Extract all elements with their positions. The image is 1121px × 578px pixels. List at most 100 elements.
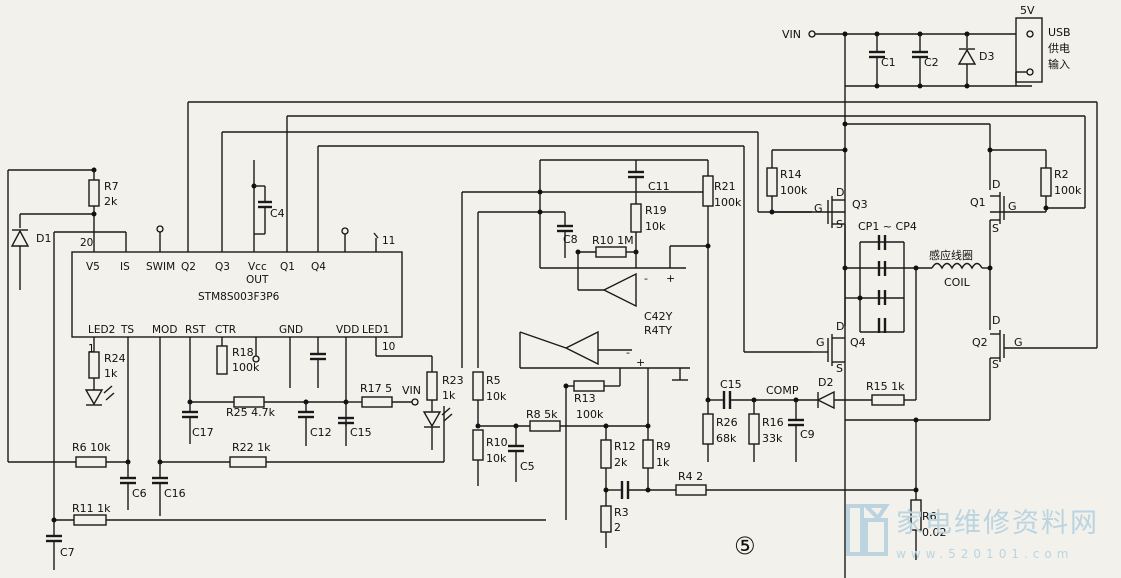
r17-label: R17 5	[360, 382, 392, 395]
comp-label: COMP	[766, 384, 799, 397]
r13-value: 100k	[576, 408, 604, 421]
q1-gate-label: G	[1008, 200, 1017, 213]
q3-label: Q3	[852, 198, 868, 211]
book-logo-icon	[846, 504, 890, 556]
c15-right-label: C15	[720, 378, 742, 391]
usb-label: USB	[1048, 26, 1071, 39]
c9-label: C9	[800, 428, 815, 441]
c2-label: C2	[924, 56, 939, 69]
q4-label: Q4	[850, 336, 866, 349]
q3-drain-label: D	[836, 186, 844, 199]
r18-value: 100k	[232, 361, 260, 374]
r23-value: 1k	[442, 389, 456, 402]
left-components: R7 2k D1 R24 1k R6 10k C6 R22 1k C16 R11	[8, 179, 546, 570]
c7-label: C7	[60, 546, 75, 559]
opamp1-minus: -	[644, 272, 648, 285]
pin-ctr: CTR	[215, 324, 236, 336]
c12-label: C12	[310, 426, 332, 439]
r16-value: 33k	[762, 432, 783, 445]
c8-label: C8	[563, 233, 578, 246]
r8-label: R8 5k	[526, 408, 558, 421]
r23-label: R23	[442, 374, 464, 387]
r9-label: R9	[656, 440, 671, 453]
q2-drain-label: D	[992, 314, 1000, 327]
usb-input-label: 输入	[1048, 57, 1070, 71]
q3-source-label: S	[836, 218, 843, 231]
watermark-url: www.520101.com	[896, 547, 1073, 561]
q2-gate-label: G	[1014, 336, 1023, 349]
vin-top-label: VIN	[782, 28, 801, 41]
r10-label: R10	[486, 436, 508, 449]
c5-label: C5	[520, 460, 535, 473]
h-bridge: R14 100k G D S Q3 R2 100k G D S Q1 CP1 ~…	[766, 121, 1082, 560]
watermark: 家电维修资料网 www.520101.com	[846, 504, 1099, 561]
pin-q4: Q4	[311, 261, 326, 273]
ic-part-number: STM8S003F3P6	[198, 291, 280, 303]
c1-label: C1	[881, 56, 896, 69]
opamp1-plus: +	[666, 272, 675, 285]
r2-label: R2	[1054, 168, 1069, 181]
pin-vcc: Vcc	[248, 261, 267, 273]
r10m-label: R10 1M	[592, 234, 634, 247]
pin-v5: V5	[86, 261, 100, 273]
q4-gate-label: G	[816, 336, 825, 349]
cp-label: CP1 ~ CP4	[858, 220, 917, 233]
opamp-model-line2: R4TY	[644, 324, 672, 337]
q1-drain-label: D	[992, 178, 1000, 191]
pin-is: IS	[120, 261, 130, 273]
pin-q2: Q2	[181, 261, 196, 273]
r9-value: 1k	[656, 456, 670, 469]
q2-label: Q2	[972, 336, 988, 349]
r10-value: 10k	[486, 452, 507, 465]
r14-label: R14	[780, 168, 802, 181]
r12-label: R12	[614, 440, 636, 453]
q1-source-label: S	[992, 222, 999, 235]
watermark-text: 家电维修资料网	[896, 508, 1099, 539]
c4-label: C4	[270, 207, 285, 220]
pin-swim: SWIM	[146, 261, 175, 273]
r6-label: R6 10k	[72, 441, 111, 454]
r6-sense-value: 0.02	[922, 526, 947, 539]
pin-ts: TS	[120, 324, 134, 336]
r4-label: R4 2	[678, 470, 703, 483]
mcu-ic: V5 IS SWIM Q2 Q3 Vcc Q1 Q4 OUT STM8S003F…	[54, 160, 433, 462]
r19-value: 10k	[645, 220, 666, 233]
figure-number: ⑤	[734, 532, 756, 560]
q4-drain-label: D	[836, 320, 844, 333]
pin-led1: LED1	[362, 324, 389, 336]
coil-label-cn: 感应线圈	[929, 248, 973, 262]
r24-label: R24	[104, 352, 126, 365]
usb-voltage-label: 5V	[1020, 4, 1035, 17]
r5-value: 10k	[486, 390, 507, 403]
d1-label: D1	[36, 232, 51, 245]
pin-number-1: 1	[88, 343, 95, 355]
q3-gate-label: G	[814, 202, 823, 215]
r15-label: R15 1k	[866, 380, 905, 393]
r7-value: 2k	[104, 195, 118, 208]
r25-label: R25 4.7k	[226, 406, 276, 419]
opamp2-minus: -	[626, 346, 630, 359]
opamp-section: C8 R10 1M C11 R19 10k - + C42Y R4TY - + …	[461, 159, 742, 400]
d3-label: D3	[979, 50, 994, 63]
usb-supply-label: 供电	[1048, 41, 1070, 55]
r13-label: R13	[574, 392, 596, 405]
q2-source-label: S	[992, 358, 999, 371]
d2-label: D2	[818, 376, 833, 389]
power-input-section: VIN C1 C2 D3 5V USB 供电 输入	[782, 4, 1071, 578]
opamp-model-line1: C42Y	[644, 310, 673, 323]
r5-label: R5	[486, 374, 501, 387]
r14-value: 100k	[780, 184, 808, 197]
pin-vdd: VDD	[336, 324, 359, 336]
pin-q1: Q1	[280, 261, 295, 273]
comp-section: C15 COMP R26 68k R16 33k C9 D2 R15 1k	[702, 270, 917, 462]
c15-left-label: C15	[350, 426, 372, 439]
r6-sense-label: R6	[922, 510, 937, 523]
opamp2-plus: +	[636, 356, 645, 369]
pin-number-11: 11	[382, 235, 395, 247]
mcu-bottom-components: R18 100k R25 4.7k C17 C12 R17 5 VIN C15 …	[182, 345, 464, 450]
r26-value: 68k	[716, 432, 737, 445]
ic-out-label: OUT	[246, 274, 269, 286]
current-sense-network: R5 10k R10 10k R8 5k C5 R13 100k R9 1k R…	[472, 368, 918, 548]
c6-label: C6	[132, 487, 147, 500]
